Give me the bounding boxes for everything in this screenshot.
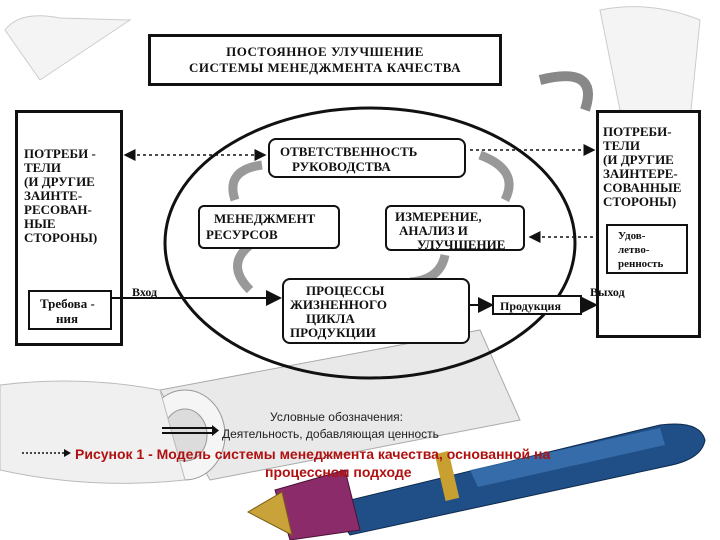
- resources-box: МЕНЕДЖМЕНТ РЕСУРСОВ: [198, 205, 340, 249]
- top-box-line1: ПОСТОЯННОЕ УЛУЧШЕНИЕ: [226, 44, 424, 59]
- process-ellipse: [163, 106, 577, 380]
- info-flow-legend-arrow: [22, 449, 71, 457]
- product-box: Продукция: [492, 295, 582, 315]
- figure-caption-line2: процессном подходе: [265, 464, 412, 480]
- input-label: Вход: [132, 285, 158, 299]
- satisfaction-box: Удов- летво- ренность: [606, 224, 688, 274]
- legend-value-added: Деятельность, добавляющая ценность: [222, 427, 439, 441]
- legend-title: Условные обозначения:: [270, 410, 403, 424]
- processes-box: ПРОЦЕССЫ ЖИЗНЕННОГО ЦИКЛА ПРОДУКЦИИ: [282, 278, 470, 344]
- pen-illustration: [246, 423, 706, 540]
- right-customers-text: ПОТРЕБИ- ТЕЛИ (И ДРУГИЕ ЗАИНТЕРЕ- СОВАНН…: [603, 124, 682, 209]
- left-customers-text: ПОТРЕБИ - ТЕЛИ (И ДРУГИЕ ЗАИНТЕ- РЕСОВАН…: [24, 146, 98, 245]
- output-label: Выход: [590, 285, 625, 299]
- top-box-line2: СИСТЕМЫ МЕНЕДЖМЕНТА КАЧЕСТВА: [188, 60, 462, 75]
- measurement-box: ИЗМЕРЕНИЕ, АНАЛИЗ И УЛУЧШЕНИЕ: [385, 205, 525, 252]
- value-added-legend-arrow: [162, 425, 219, 436]
- responsibility-box: ОТВЕТСТВЕННОСТЬ РУКОВОДСТВА: [268, 138, 466, 178]
- requirements-box: Требова - ния: [28, 290, 112, 330]
- figure-caption-line1: Рисунок 1 - Модель системы менеджмента к…: [75, 446, 551, 462]
- continuous-improvement-box: ПОСТОЯННОЕ УЛУЧШЕНИЕ СИСТЕМЫ МЕНЕДЖМЕНТА…: [148, 34, 502, 86]
